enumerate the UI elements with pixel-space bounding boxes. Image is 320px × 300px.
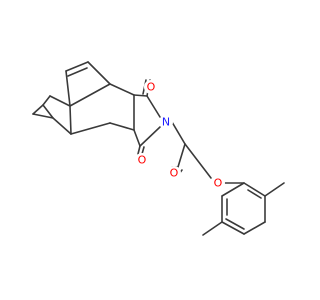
svg-text:N: N [162,116,170,129]
bond-imide-top-to-n [146,95,161,118]
imide-nitrogen: N [159,115,173,129]
bond-alkene-right-to-bridgehead [87,61,111,85]
diagram-canvas: O O N O O [32,61,285,236]
bond-ring-3 [243,221,266,235]
bond-imide-c-top [133,94,148,97]
bond-imide-bottom-to-n [139,126,161,147]
molecule-structure-diagram: O O N O O [32,61,285,236]
bond-n-to-ch2 [171,121,186,145]
svg-text:O: O [138,154,147,167]
bond-bridge-top [69,83,111,107]
bond-carbonyl-bottom-1 [137,145,141,155]
imide-carbonyl-oxygen-bottom: O [135,153,149,167]
bond-ch2-to-c [177,143,186,168]
bond-vertical-bridge [69,105,72,135]
bond-alkene-inner [67,67,88,77]
bond-imide-c-bottom [133,129,141,147]
bond-ring-6 [221,182,245,197]
bond-methyl-left [202,221,223,236]
bond-ring-1 [243,182,266,197]
bond-fused-bottom [109,122,135,131]
bond-ch2-to-oester [184,143,212,179]
bond-methyl-right [264,182,285,197]
bond-ring-inner-b [225,218,245,230]
atom-label-layer: O O N O O [135,80,225,190]
bond-cyclopropane-side [32,104,44,115]
bond-ring-inner-a [247,189,262,199]
svg-text:O: O [170,167,179,180]
bond-bridge-cp-top [42,95,51,106]
bond-alkene-left-to-bridgehead [65,70,71,107]
bond-cyclopropane-bottom [32,113,54,119]
bond-cyclopropane-left [42,104,54,119]
bond-lower-bridge [52,117,72,135]
svg-text:O: O [214,177,223,190]
bond-carbonyl-bottom-2 [141,146,145,155]
ester-oxygen: O [211,176,225,190]
bond-bridge-left [49,95,71,107]
bond-layer [32,61,285,236]
bond-alkene-outer [65,61,89,72]
bond-fused-top [109,83,135,96]
imide-carbonyl-oxygen-top: O [144,80,158,94]
bond-ring-4 [221,221,245,235]
ester-carbonyl-oxygen: O [167,166,181,180]
bond-lower-to-fused [70,122,111,135]
svg-text:O: O [147,81,156,94]
